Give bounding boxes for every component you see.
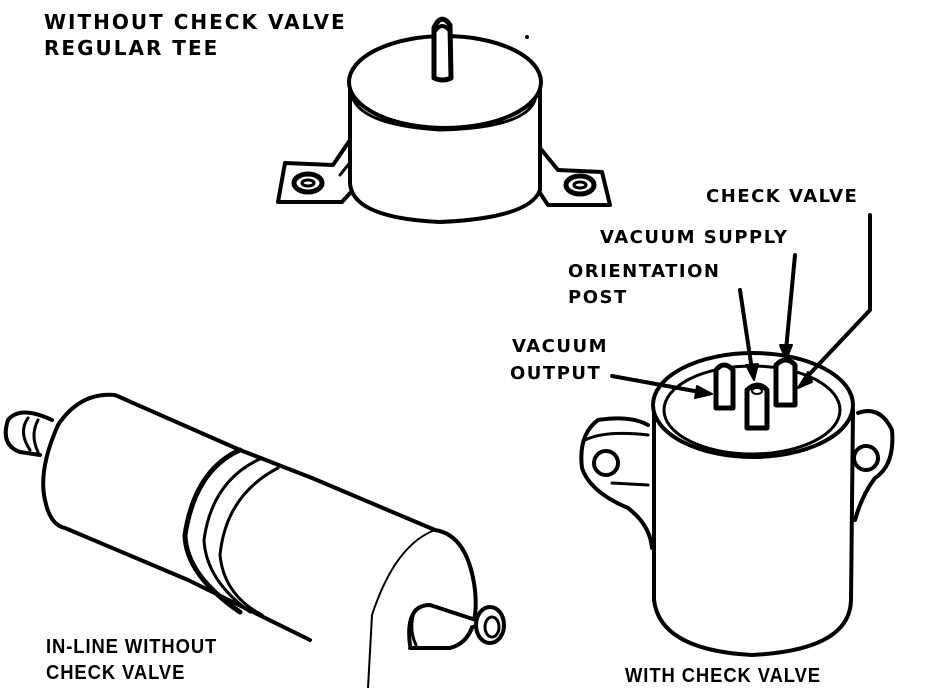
vacuum-output-callout-line-1: VACUUM <box>512 336 608 357</box>
orientation-post <box>747 385 767 428</box>
vacuum-supply-post <box>776 360 795 405</box>
vacuum-output-post <box>716 365 733 408</box>
vacuum-output-callout-line-2: OUTPUT <box>510 363 602 384</box>
top-port <box>434 19 451 80</box>
mounting-hole <box>294 174 322 192</box>
mounting-hole <box>854 446 878 470</box>
mounting-hole <box>594 451 618 475</box>
vacuum-output-leader <box>612 376 700 392</box>
in-line-label-line-2: CHECK VALVE <box>46 662 186 684</box>
vacuum-supply-callout: VACUUM SUPPLY <box>600 227 789 248</box>
right-mounting-ear <box>530 148 610 205</box>
regular-tee-label-line-1: WITHOUT CHECK VALVE <box>44 10 347 34</box>
orientation-post-callout-line-1: ORIENTATION <box>568 261 721 282</box>
in-line-body <box>6 395 504 688</box>
in-line-label-line-1: IN-LINE WITHOUT <box>46 636 218 658</box>
left-mounting-ear <box>581 418 652 548</box>
right-mounting-ear <box>854 411 892 520</box>
right-hose-nipple <box>409 605 504 645</box>
with-check-valve-label: WITH CHECK VALVE <box>625 665 821 687</box>
check-valve-canister <box>581 353 892 655</box>
left-mounting-ear <box>278 140 362 202</box>
vacuum-supply-leader <box>786 255 795 350</box>
orientation-post-callout-line-2: POST <box>568 287 628 308</box>
regular-tee-canister <box>278 19 610 222</box>
left-hose-nipple <box>6 413 52 456</box>
leader-lines <box>612 215 870 398</box>
mounting-hole <box>566 176 594 194</box>
regular-tee-label-line-2: REGULAR TEE <box>44 36 220 60</box>
check-valve-leader <box>804 215 870 380</box>
orientation-post-leader <box>740 290 752 370</box>
check-valve-callout: CHECK VALVE <box>706 186 859 207</box>
